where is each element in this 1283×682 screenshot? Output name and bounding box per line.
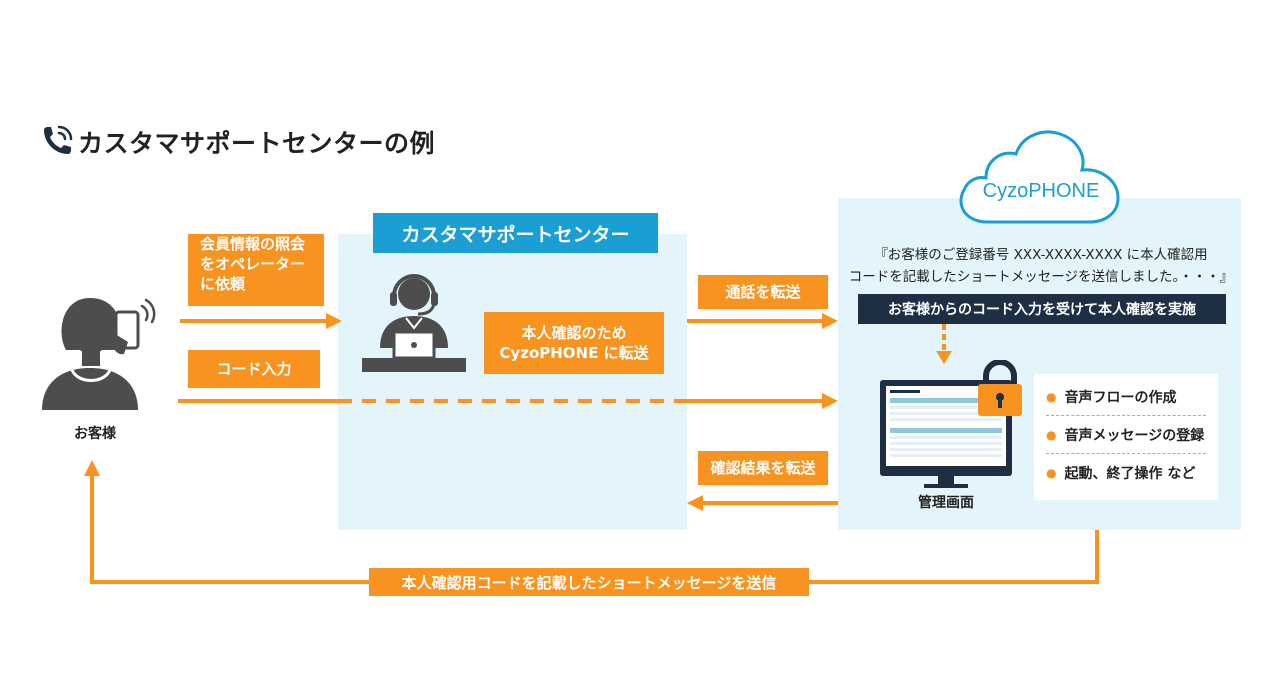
cyzophone-logo: CyzoPHONE	[982, 180, 1100, 202]
list-item: ●起動、終了操作 など	[1046, 465, 1196, 482]
support-action-line-2: CyzoPHONE に転送	[499, 344, 649, 362]
support-action-box: 本人確認のため CyzoPHONE に転送	[484, 312, 664, 374]
customer-person-icon	[38, 292, 158, 416]
support-action-line-1: 本人確認のため	[521, 324, 627, 342]
phone-icon	[40, 124, 74, 158]
send-sms-label: 本人確認用コードを記載したショートメッセージを送信	[369, 568, 809, 596]
lock-icon	[976, 359, 1024, 418]
request-line-1: 会員情報の照会	[200, 235, 306, 253]
request-line-2: をオペレーター	[200, 255, 306, 273]
transfer-call-step-box: 通話を転送	[698, 275, 828, 309]
operator-icon	[360, 270, 468, 376]
cyzophone-quote: 『お客様のご登録番号 XXX-XXXX-XXXX に本人確認用 コードを記載した…	[845, 244, 1237, 288]
list-item: ●音声メッセージの登録	[1046, 416, 1206, 454]
transfer-result-step-box: 確認結果を転送	[698, 451, 828, 485]
cloud-icon	[950, 126, 1130, 234]
request-line-3: に依頼	[200, 275, 246, 293]
quote-line-2: コードを記載したショートメッセージを送信しました。・・・』	[848, 269, 1234, 285]
feature-list: ●音声フローの作成 ●音声メッセージの登録 ●起動、終了操作 など	[1034, 374, 1218, 500]
code-input-step-box: コード入力	[188, 350, 320, 388]
request-step-box: 会員情報の照会 をオペレーター に依頼	[188, 234, 324, 306]
page-title: カスタマサポートセンターの例	[78, 129, 436, 158]
support-center-title: カスタマサポートセンター	[373, 213, 658, 253]
customer-label: お客様	[74, 426, 116, 442]
status-bar: お客様からのコード入力を受けて本人確認を実施	[858, 294, 1226, 324]
list-item: ●音声フローの作成	[1046, 378, 1206, 416]
quote-line-1: 『お客様のご登録番号 XXX-XXXX-XXXX に本人確認用	[874, 247, 1208, 263]
screen-label: 管理画面	[918, 495, 974, 511]
